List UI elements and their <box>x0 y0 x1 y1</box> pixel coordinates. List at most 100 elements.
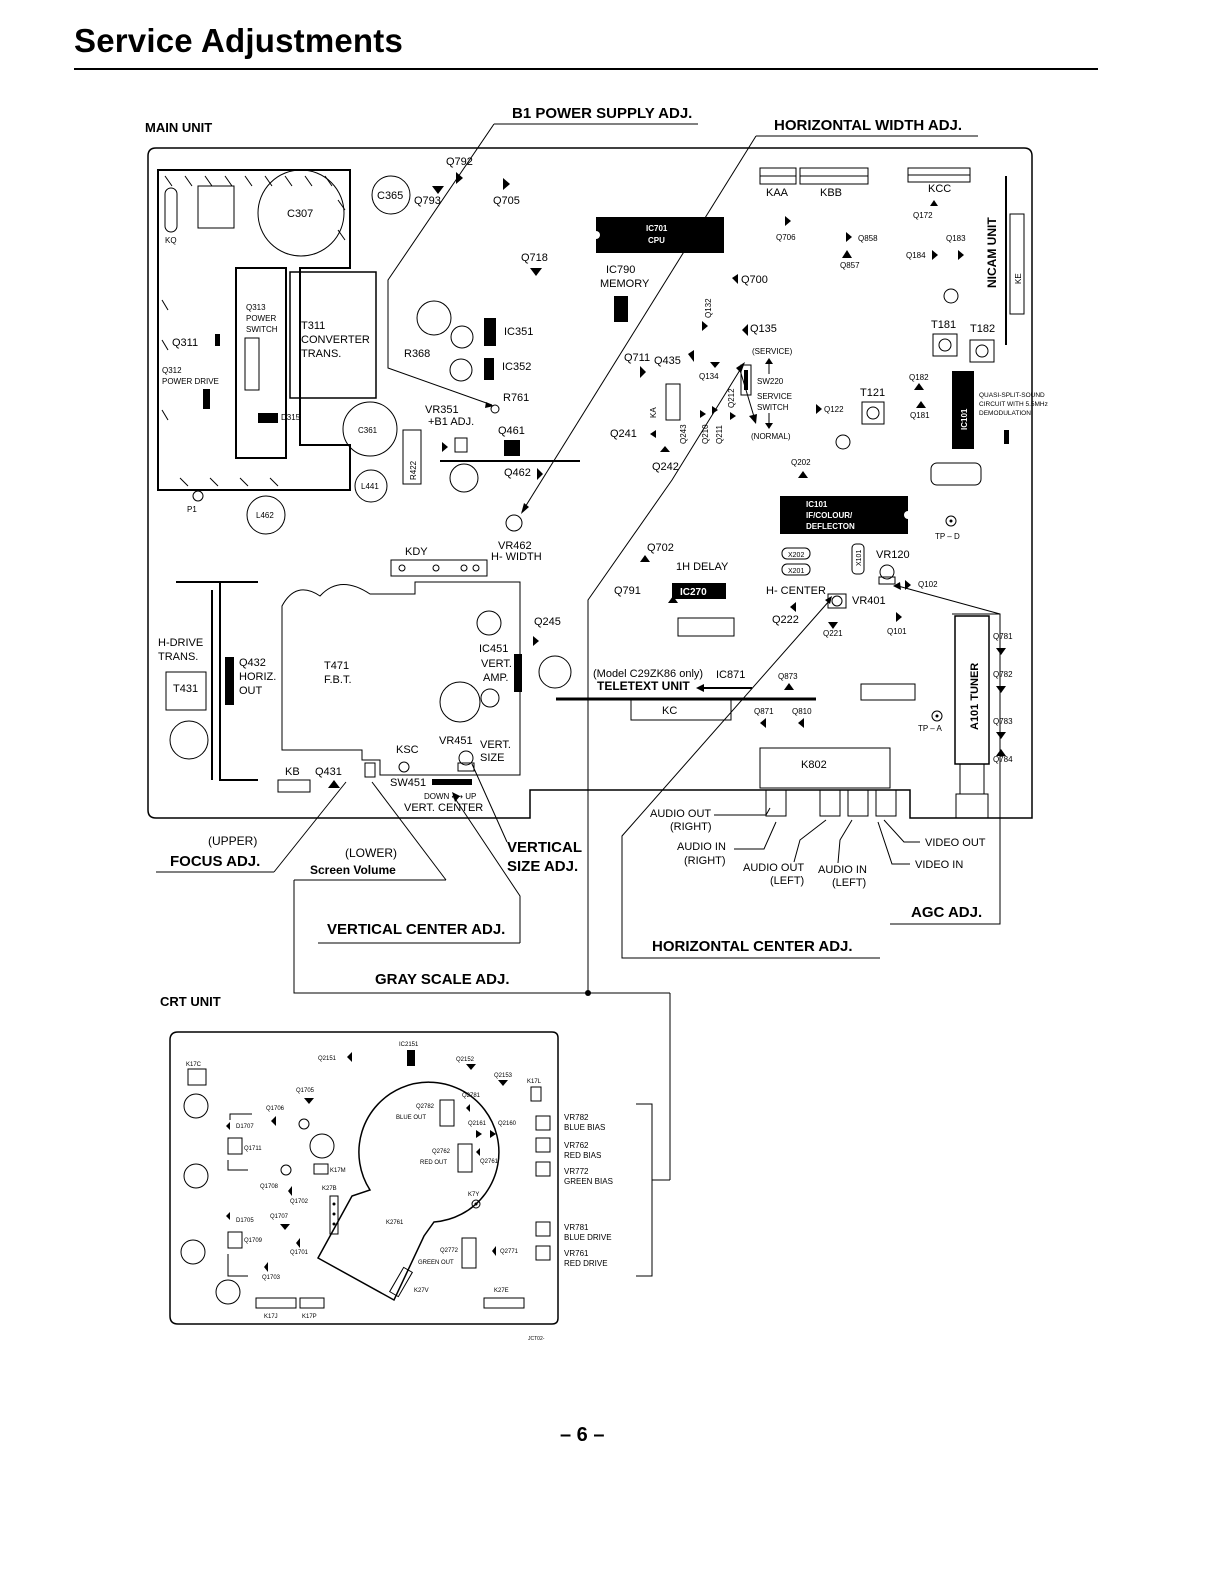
horizontal-width-arrowhead <box>521 503 529 514</box>
page-number: – 6 – <box>560 1424 605 1446</box>
antenna-socket <box>959 763 985 795</box>
crt-mount-hole <box>215 1279 241 1305</box>
ic270-chip <box>672 583 726 599</box>
q706-label: Q706 <box>776 233 796 242</box>
q2161-label: Q2161 <box>468 1121 487 1127</box>
vertical-size-callout-2: SIZE ADJ. <box>507 858 578 875</box>
q1706-label: Q1706 <box>266 1106 285 1112</box>
r422-label: R422 <box>409 460 418 480</box>
k802-connector <box>759 747 891 789</box>
x201-crystal <box>781 563 811 576</box>
trace <box>227 1160 248 1171</box>
horizontal-center-leader <box>621 599 880 959</box>
k7y-label: K7Y <box>468 1192 479 1198</box>
power-switch-label-1: POWER <box>246 314 276 323</box>
focus-leader <box>273 781 347 873</box>
q172-transistor <box>930 200 938 206</box>
q182-label: Q182 <box>909 373 929 382</box>
drawing-code-label: JCT02- <box>528 1336 545 1342</box>
ic451-chip <box>514 654 522 692</box>
q791-label: Q791 <box>614 585 641 597</box>
power-drive-label: POWER DRIVE <box>162 377 219 386</box>
title-rule <box>74 68 1098 70</box>
q1711-label: Q1711 <box>244 1146 262 1152</box>
b1-adj-label: +B1 ADJ. <box>428 416 474 428</box>
k17l-label: K17L <box>527 1079 542 1085</box>
q135-transistor <box>742 324 748 336</box>
component-circle <box>835 434 851 450</box>
upper-label: (UPPER) <box>208 834 257 848</box>
q2771-label: Q2771 <box>500 1249 519 1255</box>
q241-transistor <box>650 430 656 438</box>
audio-in-left-jack <box>847 789 869 817</box>
t182-coil <box>969 339 995 363</box>
h-center-label: H- CENTER <box>766 585 826 597</box>
pin <box>332 1212 336 1216</box>
model-note-label: (Model C29ZK86 only) <box>593 668 703 680</box>
vr772-label: VR772 <box>564 1167 589 1176</box>
ka-label: KA <box>649 407 658 418</box>
k27b-connector <box>329 1195 339 1235</box>
q782-transistor <box>996 686 1006 693</box>
k27v-label: K27V <box>414 1288 429 1294</box>
t431-label: T431 <box>173 683 198 695</box>
crt-board-outline <box>169 1031 559 1325</box>
l441-coil <box>354 469 388 503</box>
q221-transistor <box>828 622 838 629</box>
q243-label: Q243 <box>679 424 688 444</box>
h-drive-label-2: TRANS. <box>158 651 198 663</box>
component-circle <box>416 300 452 336</box>
kq-connector <box>164 187 178 233</box>
audio-out-right-label-1: AUDIO OUT <box>650 808 711 820</box>
power-switch-label-2: SWITCH <box>246 325 278 334</box>
c307-capacitor <box>257 169 345 257</box>
pin <box>432 564 440 572</box>
component-circle <box>480 688 500 708</box>
q783-label: Q783 <box>993 717 1013 726</box>
p1-label: P1 <box>187 505 197 514</box>
sw220-slider <box>744 370 748 390</box>
q792-label: Q792 <box>446 156 473 168</box>
k17m-connector <box>313 1163 329 1175</box>
q461-transistor <box>504 440 520 456</box>
audio-in-left-label-1: AUDIO IN <box>818 864 867 876</box>
component-circle <box>538 655 572 689</box>
arrow-head <box>765 358 773 364</box>
horizontal-center-arrowhead <box>825 596 832 604</box>
t471-label: T471 <box>324 660 349 672</box>
q2161-transistor <box>476 1130 482 1138</box>
kc-label: KC <box>662 705 677 717</box>
component-circle <box>169 720 209 760</box>
vr451-base <box>457 762 475 772</box>
q791-transistor <box>668 596 678 603</box>
q873-transistor <box>784 683 794 690</box>
trace <box>227 1254 248 1277</box>
q784-transistor <box>996 749 1006 756</box>
ic790-label: IC790 <box>606 264 635 276</box>
audio-in-right-label-2: (RIGHT) <box>684 855 726 867</box>
tp-a-label: TP – A <box>918 724 943 733</box>
c307-label: C307 <box>287 208 313 220</box>
q122-transistor <box>816 404 822 414</box>
k27v-connector <box>388 1266 414 1298</box>
ic2151-chip <box>407 1050 415 1066</box>
vert-amp-label-2: AMP. <box>483 672 508 684</box>
agc-arrowhead <box>893 582 901 590</box>
d1707-diode <box>226 1122 230 1130</box>
k17p-label: K17P <box>302 1314 317 1320</box>
q2762-label: Q2762 <box>432 1149 451 1155</box>
k7y-point <box>471 1199 481 1209</box>
crt-mount-hole <box>183 1163 209 1189</box>
antenna-plug <box>955 793 989 819</box>
q1709-label: Q1709 <box>244 1238 263 1244</box>
r422-resistor <box>402 429 422 485</box>
tp-d-dot <box>949 519 953 523</box>
vr351-pot <box>454 437 468 453</box>
component-circle <box>439 681 481 723</box>
ic2151-label: IC2151 <box>399 1042 419 1048</box>
service-switch-leader-2 <box>739 369 756 421</box>
q183-label: Q183 <box>946 234 966 243</box>
q312-transistor <box>203 389 210 409</box>
r368-label: R368 <box>404 348 430 360</box>
